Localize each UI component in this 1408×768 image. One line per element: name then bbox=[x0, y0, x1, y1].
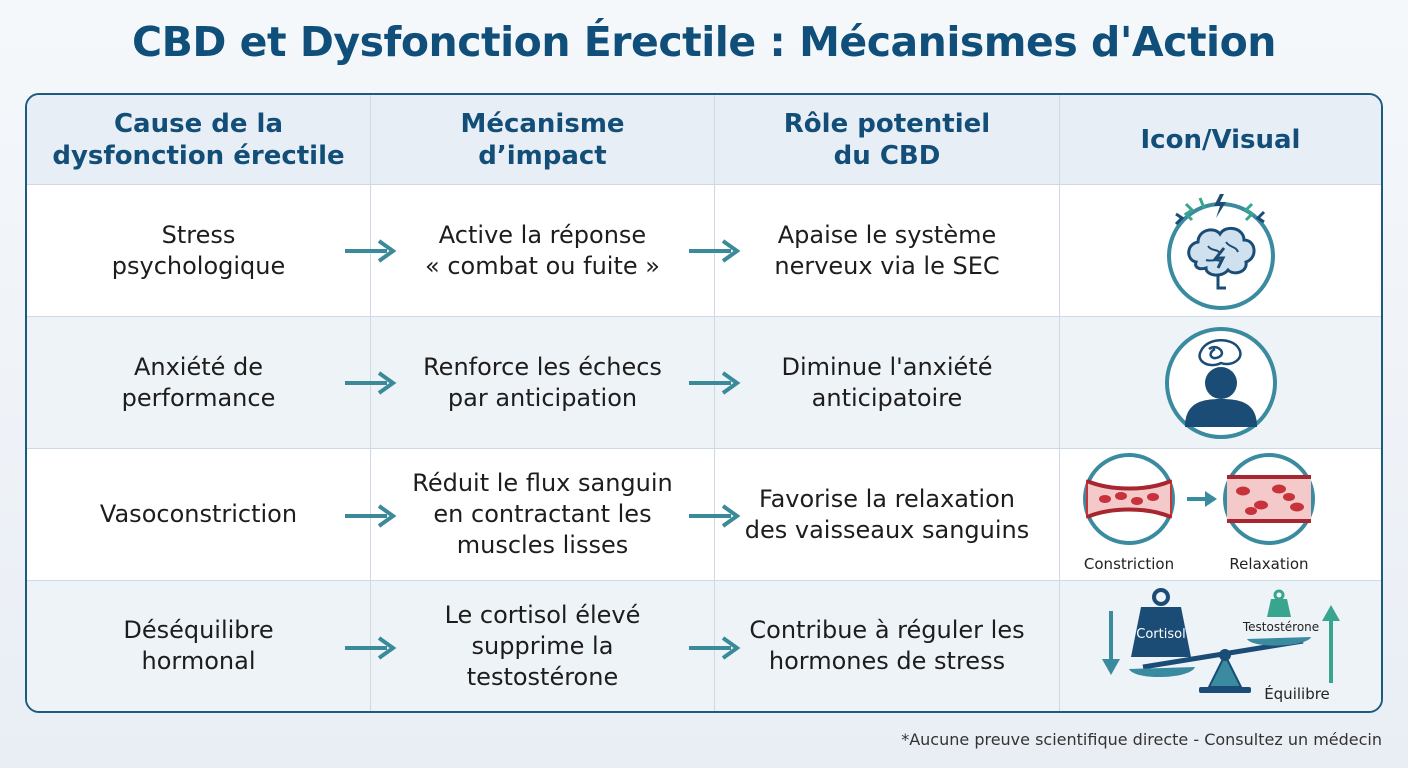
testosterone-label: Testostérone bbox=[1241, 620, 1318, 634]
header-icon-visual: Icon/Visual bbox=[1140, 124, 1301, 155]
cause-text: Anxiété de performance bbox=[121, 352, 276, 412]
arrow-right-icon bbox=[689, 636, 741, 660]
cause-text: Vasoconstriction bbox=[99, 500, 298, 528]
balance-label: Équilibre bbox=[1264, 684, 1330, 703]
arrow-right-icon bbox=[345, 239, 397, 263]
mechanism-text: Renforce les échecs par anticipation bbox=[423, 352, 662, 412]
cbd-role-text: Favorise la relaxation des vaisseaux san… bbox=[744, 484, 1030, 544]
arrow-right-icon bbox=[345, 371, 397, 395]
arrow-right-icon bbox=[345, 636, 397, 660]
table-row: Vasoconstriction Réduit le flux sanguin … bbox=[27, 449, 1381, 581]
cbd-role-text: Diminue l'anxiété anticipatoire bbox=[781, 352, 993, 412]
header-cause: Cause de la dysfonction érectile bbox=[52, 108, 345, 171]
stressed-brain-icon bbox=[1166, 193, 1275, 310]
arrow-right-icon bbox=[689, 504, 741, 528]
table-header-row: Cause de la dysfonction érectile Mécanis… bbox=[27, 95, 1381, 185]
hormone-balance-scale-icon: Cortisol Testostérone Équilibre bbox=[1101, 588, 1340, 703]
mechanism-table: Cause de la dysfonction érectile Mécanis… bbox=[25, 93, 1383, 713]
anxious-person-icon bbox=[1164, 326, 1277, 439]
constriction-label: Constriction bbox=[1083, 555, 1173, 573]
blood-vessel-icon: Constriction Relaxation bbox=[1082, 452, 1315, 573]
mechanism-text: Réduit le flux sanguin en contractant le… bbox=[412, 469, 673, 559]
relaxation-label: Relaxation bbox=[1229, 555, 1308, 573]
cbd-role-text: Contribue à réguler les hormones de stre… bbox=[749, 616, 1025, 675]
mechanism-text: Le cortisol élevé supprime la testostéro… bbox=[444, 600, 641, 691]
page-title: CBD et Dysfonction Érectile : Mécanismes… bbox=[132, 18, 1276, 66]
mechanism-text: Active la réponse « combat ou fuite » bbox=[425, 220, 660, 280]
arrow-right-icon bbox=[689, 239, 741, 263]
cortisol-label: Cortisol bbox=[1136, 627, 1185, 642]
disclaimer-footnote: *Aucune preuve scientifique directe - Co… bbox=[901, 730, 1382, 749]
cause-text: Stress psychologique bbox=[111, 220, 286, 280]
table-row: Stress psychologique Active la réponse «… bbox=[27, 185, 1381, 317]
table-row: Déséquilibre hormonal Le cortisol élevé … bbox=[27, 581, 1381, 711]
header-cbd-role: Rôle potentiel du CBD bbox=[783, 108, 991, 171]
arrow-right-icon bbox=[689, 371, 741, 395]
cause-text: Déséquilibre hormonal bbox=[123, 616, 274, 675]
header-mechanism: Mécanisme d’impact bbox=[460, 108, 625, 171]
cbd-role-text: Apaise le système nerveux via le SEC bbox=[774, 220, 1000, 280]
arrow-right-icon bbox=[345, 504, 397, 528]
